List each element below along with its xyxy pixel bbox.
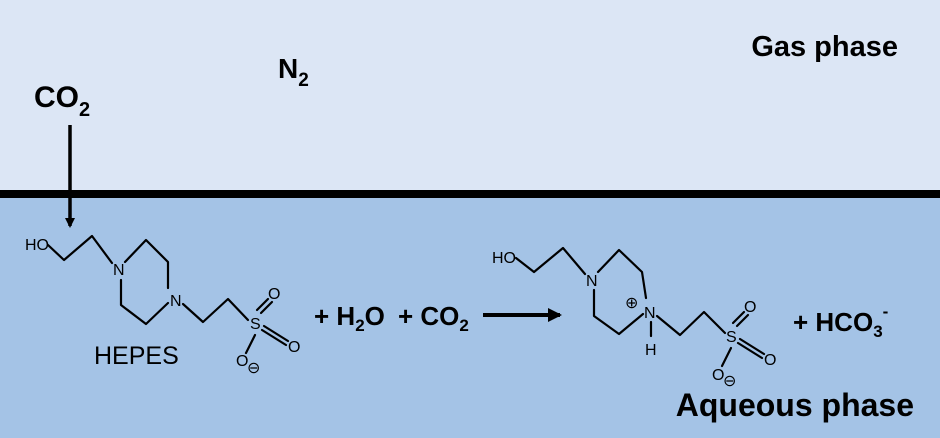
product-hydroxyl: HO <box>492 250 516 267</box>
hepes-molecule: HO N N S O O O ⊖ HEPES <box>25 234 300 377</box>
bicarbonate-subscript: 3 <box>873 322 882 341</box>
n2-subscript: 2 <box>298 70 309 91</box>
product-plus-charge: ⊕ <box>625 295 638 312</box>
water-term: + H2O <box>314 301 385 335</box>
co2-subscript: 2 <box>79 99 90 121</box>
hepes-oxygen-minus: O <box>236 353 248 370</box>
n2-symbol: N <box>278 53 298 84</box>
product-oxygen-top: O <box>744 299 756 316</box>
product-oxygen-minus: O <box>712 367 724 384</box>
co2-gas-label: CO2 <box>34 81 90 121</box>
co2-reactant-term: + CO2 <box>398 301 469 335</box>
co2-reactant-prefix: + CO <box>398 301 459 331</box>
product-minus-charge: ⊖ <box>723 373 736 390</box>
bicarbonate-prefix: + HCO <box>793 307 873 337</box>
product-hydrogen: H <box>645 342 657 359</box>
hepes-nitrogen-2: N <box>170 293 182 310</box>
gas-phase-label: Gas phase <box>751 31 898 63</box>
n2-label: N2 <box>278 53 309 91</box>
hepes-nitrogen-1: N <box>113 262 125 279</box>
hepes-minus-charge: ⊖ <box>247 360 260 377</box>
water-suffix: O <box>365 301 385 331</box>
bicarbonate-term: + HCO3- <box>793 302 888 341</box>
aqueous-phase-region <box>0 194 940 438</box>
co2-symbol: CO <box>34 81 79 114</box>
product-nitrogen-2: N <box>644 305 656 322</box>
hepes-oxygen-top: O <box>268 286 280 303</box>
water-prefix: + H <box>314 301 355 331</box>
co2-reactant-subscript: 2 <box>459 316 468 335</box>
hepes-hydroxyl: HO <box>25 237 49 254</box>
product-sulfur: S <box>726 329 737 346</box>
water-subscript: 2 <box>355 316 364 335</box>
protonated-hepes-molecule: HO N ⊕ N H S O O O ⊖ <box>492 246 776 390</box>
product-oxygen-right: O <box>764 352 776 369</box>
hepes-name: HEPES <box>94 342 179 370</box>
hepes-sulfur: S <box>250 316 261 333</box>
gas-phase-region <box>0 0 940 194</box>
product-nitrogen-1: N <box>586 273 598 290</box>
aqueous-phase-label: Aqueous phase <box>676 387 914 423</box>
bicarbonate-superscript: - <box>883 302 889 321</box>
interface-line <box>0 190 940 198</box>
hepes-oxygen-right: O <box>288 339 300 356</box>
